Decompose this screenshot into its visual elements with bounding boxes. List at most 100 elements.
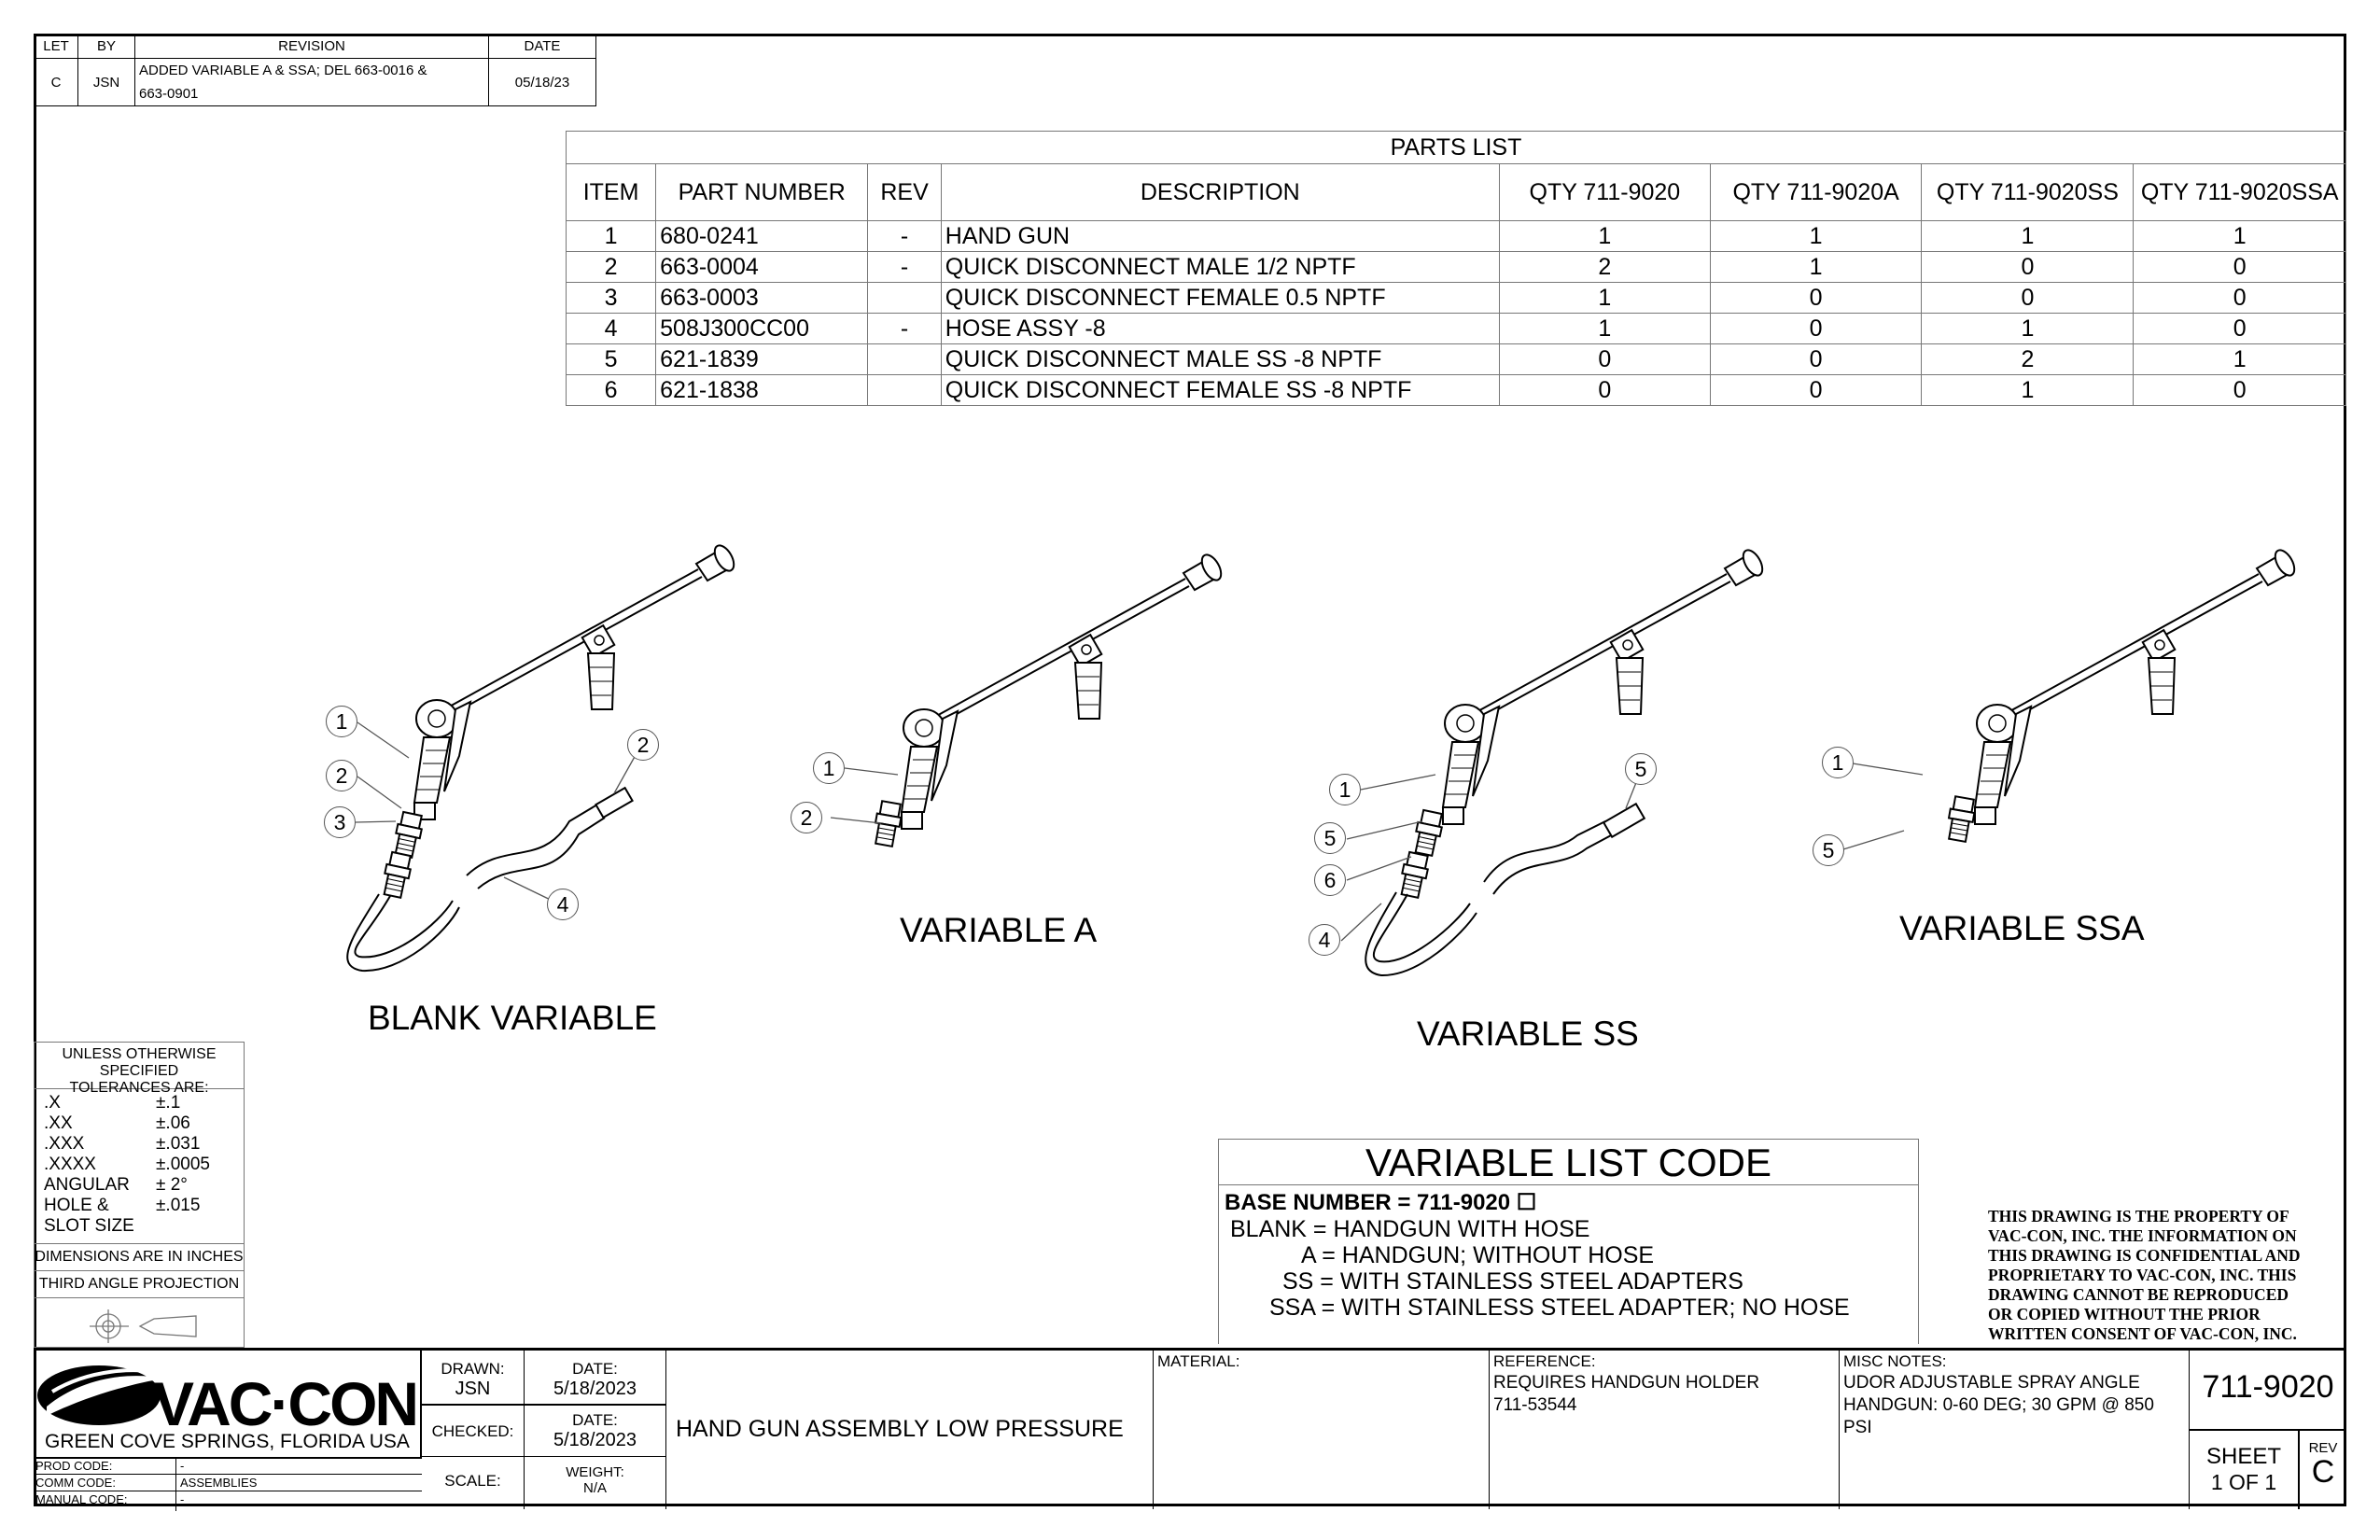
parts-cell-qty-711-9020ss: 0 [1921,251,2135,283]
drawn-date: 5/18/2023 [553,1379,637,1399]
code-rows: PROD CODE: - COMM CODE: ASSEMBLIES MANUA… [34,1457,422,1511]
label-blank-variable: BLANK VARIABLE [368,999,657,1037]
parts-cell-rev [867,343,942,375]
parts-cell-rev [867,374,942,406]
balloon-ssa-1: 1 [1822,747,1854,778]
variable-list-code-box: VARIABLE LIST CODE BASE NUMBER = 711-902… [1218,1139,1919,1344]
rev-label: REV [2308,1440,2338,1456]
tolerance-row: SLOT SIZE [44,1216,234,1237]
manual-code-value: - [180,1492,185,1506]
parts-header-qty-711-9020ssa: QTY 711-9020SSA [2133,163,2346,221]
variable-list-base-number: BASE NUMBER = 711-9020 ☐ [1225,1190,1537,1215]
rev-value: C [2311,1454,2335,1490]
tolerance-value: ±.06 [156,1113,190,1133]
parts-header-qty-711-9020a: QTY 711-9020A [1709,163,1923,221]
parts-cell-description: QUICK DISCONNECT FEMALE 0.5 NPTF [940,282,1500,314]
variable-a-view [871,551,1226,848]
parts-cell-description: QUICK DISCONNECT MALE 1/2 NPTF [940,251,1500,283]
parts-list-table: PARTS LIST ITEM PART NUMBER REV DESCRIPT… [565,131,2346,406]
tolerance-row: .XXX ±.031 [44,1134,234,1155]
prod-code-value: - [180,1459,185,1473]
parts-cell-qty-711-9020: 2 [1498,251,1711,283]
balloon-ss-6: 6 [1314,864,1346,896]
weight-cell: WEIGHT: N/A [525,1457,666,1509]
drawn-by: JSN [455,1379,491,1399]
variable-list-ssa: SSA = WITH STAINLESS STEEL ADAPTER; NO H… [1269,1295,1850,1321]
tolerance-row: .XX ±.06 [44,1113,234,1134]
tolerance-row: .X ±.1 [44,1093,234,1113]
reference-cell: REFERENCE: REQUIRES HANDGUN HOLDER 711-5… [1490,1351,1840,1509]
checked-date-cell: DATE: 5/18/2023 [525,1405,666,1457]
proprietary-line: THIS DRAWING IS THE PROPERTY OF [1988,1207,2289,1225]
tolerance-key: SLOT SIZE [44,1216,134,1236]
parts-header-qty-711-9020ss: QTY 711-9020SS [1921,163,2135,221]
balloon-ss-1: 1 [1329,774,1361,805]
rev-let: C [34,58,78,106]
tolerance-key: .X [44,1093,61,1113]
parts-header-qty-711-9020: QTY 711-9020 [1498,163,1711,221]
misc-notes-label: MISC NOTES: [1843,1352,1947,1370]
parts-cell-qty-711-9020ss: 2 [1921,343,2135,375]
parts-cell-part-number: 621-1838 [655,374,869,406]
parts-cell-item: 4 [565,313,657,344]
rev-description: ADDED VARIABLE A & SSA; DEL 663-0016 & 6… [134,58,489,106]
parts-cell-qty-711-9020a: 0 [1709,374,1923,406]
tolerance-key: ANGULAR [44,1175,130,1195]
checked-cell: CHECKED: [422,1405,525,1457]
balloon-blank-2: 2 [326,760,357,791]
parts-cell-part-number: 663-0004 [655,251,869,283]
misc-notes-line2: HANDGUN: 0-60 DEG; 30 GPM @ 850 [1843,1395,2154,1415]
tolerance-heading-line1: UNLESS OTHERWISE SPECIFIED [62,1046,217,1079]
parts-cell-description: QUICK DISCONNECT MALE SS -8 NPTF [940,343,1500,375]
scale-cell: SCALE: [422,1457,525,1509]
balloon-blank-2b: 2 [627,729,659,761]
rev-header-by: BY [77,34,135,59]
comm-code-value: ASSEMBLIES [180,1476,258,1490]
tolerance-key: .XXXX [44,1155,96,1174]
proprietary-line: WRITTEN CONSENT OF VAC-CON, INC. [1988,1324,2297,1343]
parts-cell-qty-711-9020: 0 [1498,374,1711,406]
tolerance-key: .XXX [44,1134,85,1154]
revision-block: LET BY REVISION DATE C JSN ADDED VARIABL… [34,34,596,106]
parts-header-item: ITEM [565,163,657,221]
parts-cell-description: QUICK DISCONNECT FEMALE SS -8 NPTF [940,374,1500,406]
dimensions-note: DIMENSIONS ARE IN INCHES [35,1244,244,1271]
balloon-a-2: 2 [791,802,822,833]
weight-label: WEIGHT: [566,1464,624,1480]
tolerance-key: .XX [44,1113,73,1133]
parts-cell-qty-711-9020: 1 [1498,282,1711,314]
tolerance-value: ±.1 [156,1093,181,1113]
rev-description-line2: 663-0901 [139,86,199,102]
tolerance-key: HOLE & [44,1196,109,1215]
misc-notes-cell: MISC NOTES: UDOR ADJUSTABLE SPRAY ANGLE … [1840,1351,2190,1509]
variable-list-title: VARIABLE LIST CODE [1219,1140,1918,1185]
tolerance-heading: UNLESS OTHERWISE SPECIFIED TOLERANCES AR… [35,1043,244,1096]
proprietary-line: PROPRIETARY TO VAC-CON, INC. THIS [1988,1266,2297,1284]
rev-cell: REV C [2300,1431,2346,1509]
parts-cell-qty-711-9020ss: 1 [1921,374,2135,406]
parts-cell-item: 1 [565,220,657,252]
drawn-label: DRAWN: [441,1360,505,1378]
parts-cell-item: 6 [565,374,657,406]
proprietary-line: DRAWING CANNOT BE REPRODUCED [1988,1285,2289,1304]
checked-date: 5/18/2023 [553,1430,637,1450]
parts-cell-qty-711-9020a: 0 [1709,343,1923,375]
scale-label: SCALE: [444,1472,501,1490]
misc-notes-line1: UDOR ADJUSTABLE SPRAY ANGLE [1843,1373,2140,1393]
parts-cell-part-number: 663-0003 [655,282,869,314]
blank-variable-view [346,541,739,973]
tolerance-value: ±.031 [156,1134,201,1154]
parts-cell-description: HAND GUN [940,220,1500,252]
label-variable-a: VARIABLE A [900,911,1098,949]
reference-label: REFERENCE: [1493,1352,1596,1370]
variable-ssa-view [1944,546,2300,844]
proprietary-line: OR COPIED WITHOUT THE PRIOR [1988,1305,2261,1323]
balloon-ss-5: 5 [1314,822,1346,854]
